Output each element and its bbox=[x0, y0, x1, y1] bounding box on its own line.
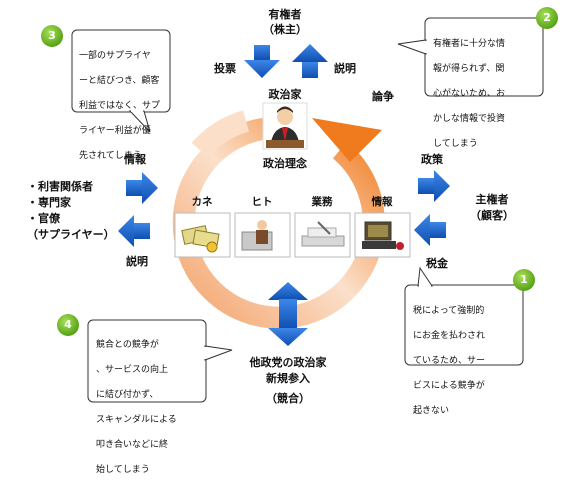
bubble-2-text: 有権者に十分な情 報が得られず、関 心がないため、お かしな情報で投資 してしま… bbox=[433, 25, 505, 163]
resource-card-work bbox=[294, 212, 351, 258]
left-info-label: 情報 bbox=[124, 153, 146, 166]
right-tax-arrow bbox=[414, 214, 446, 246]
left-explain-label: 説明 bbox=[126, 255, 148, 268]
resource-label-money: カネ bbox=[191, 196, 213, 208]
bubble-line: 先されてしまう bbox=[79, 150, 142, 161]
resource-card-people bbox=[234, 212, 291, 258]
bubble-line: ているため、サー bbox=[413, 355, 486, 366]
shareholder-title: 有権者 bbox=[268, 8, 302, 21]
shareholder-sub: （株主） bbox=[263, 23, 307, 36]
badge-4-number: 4 bbox=[64, 318, 72, 331]
competition-double-arrow bbox=[268, 282, 308, 346]
tax-label: 税金 bbox=[426, 257, 448, 270]
bubble-1 bbox=[404, 266, 524, 366]
badge-3-number: 3 bbox=[48, 29, 56, 42]
badge-4 bbox=[57, 314, 79, 336]
bubble-line: ライヤー利益が優 bbox=[79, 125, 151, 136]
bubble-3 bbox=[71, 29, 171, 133]
explain-up-arrow bbox=[292, 44, 328, 78]
bubble-line: ーと結びつき、顧客 bbox=[79, 75, 160, 86]
stakeholder-item: ・官僚 bbox=[27, 212, 60, 225]
bubble-4 bbox=[87, 319, 233, 403]
bubble-line: 有権者に十分な情 bbox=[433, 38, 506, 49]
bottom-line-1: 他政党の政治家 bbox=[249, 356, 327, 369]
bubble-line: 報が得られず、関 bbox=[433, 63, 505, 74]
bubble-line: 起きない bbox=[413, 405, 450, 416]
bubble-line: に結び付かず、 bbox=[96, 389, 159, 400]
philosophy-label: 政治理念 bbox=[263, 157, 307, 170]
bubble-1-text: 税によって強制的 にお金を払わされ ているため、サー ビスによる競争が 起きない bbox=[413, 292, 485, 430]
badge-3 bbox=[41, 25, 63, 47]
badge-2 bbox=[536, 7, 558, 29]
bubble-3-text: 一部のサプライヤ ーと結びつき、顧客 利益ではなく、サプ ライヤー利益が優 先さ… bbox=[79, 37, 160, 175]
bottom-line-2: 新規参入 bbox=[266, 372, 310, 385]
resource-label-work: 業務 bbox=[311, 196, 333, 208]
bubble-line: 一部のサプライヤ bbox=[79, 50, 151, 61]
bubble-line: 始してしまう bbox=[96, 464, 150, 475]
sovereign-sub: （顧客） bbox=[470, 209, 514, 222]
top-explain-label: 説明 bbox=[334, 62, 356, 75]
resource-label-info: 情報 bbox=[371, 196, 393, 208]
bubble-line: 競合との競争が bbox=[96, 339, 159, 350]
vote-label: 投票 bbox=[214, 62, 236, 75]
debate-label: 論争 bbox=[372, 90, 394, 103]
bubble-line: にお金を払わされ bbox=[413, 330, 486, 341]
policy-label: 政策 bbox=[421, 153, 443, 166]
cycle-arrowhead bbox=[312, 118, 382, 162]
right-policy-arrow bbox=[418, 170, 450, 202]
bubble-line: 叩き合いなどに終 bbox=[96, 439, 169, 450]
bubble-line: 心がないため、お bbox=[433, 88, 506, 99]
resource-card-money bbox=[174, 212, 231, 258]
bubble-line: 利益ではなく、サプ bbox=[79, 100, 161, 111]
bubble-line: 税によって強制的 bbox=[413, 305, 485, 316]
resource-label-people: ヒト bbox=[251, 196, 273, 208]
bubble-line: してしまう bbox=[433, 138, 478, 149]
bubble-line: 、サービスの向上 bbox=[96, 364, 169, 375]
resource-card-info bbox=[354, 212, 411, 258]
bubble-line: ビスによる競争が bbox=[413, 380, 485, 391]
diagram-canvas bbox=[41, 7, 558, 403]
politician-label: 政治家 bbox=[268, 88, 302, 101]
bubble-2 bbox=[397, 17, 544, 97]
sovereign-title: 主権者 bbox=[475, 193, 509, 206]
left-explain-arrow bbox=[118, 215, 150, 247]
bubble-line: かしな情報で投資 bbox=[433, 113, 506, 124]
badge-1 bbox=[513, 269, 535, 291]
badge-1-number: 1 bbox=[520, 273, 528, 286]
stakeholder-item: （サプライヤー） bbox=[27, 228, 115, 241]
vote-arrow bbox=[244, 45, 280, 78]
left-info-arrow bbox=[126, 172, 158, 204]
stakeholder-item: ・利害関係者 bbox=[27, 180, 93, 193]
politician-icon bbox=[262, 102, 308, 150]
bubble-4-text: 競合との競争が 、サービスの向上 に結び付かず、 スキャンダルによる 叩き合いな… bbox=[96, 326, 177, 489]
bottom-line-3: （競合） bbox=[266, 392, 310, 405]
bubble-line: スキャンダルによる bbox=[96, 414, 177, 425]
badge-2-number: 2 bbox=[543, 11, 551, 24]
stakeholder-item: ・専門家 bbox=[27, 196, 71, 209]
